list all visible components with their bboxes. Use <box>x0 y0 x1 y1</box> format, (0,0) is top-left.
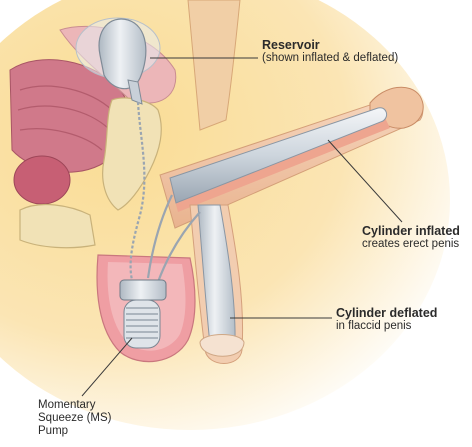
cylinder-deflated-label: Cylinder deflated in flaccid penis <box>336 306 437 334</box>
cylinder-inflated-label: Cylinder inflated creates erect penis <box>362 224 460 252</box>
pump-label-line3: Pump <box>38 425 112 438</box>
reservoir-label-sub: (shown inflated & deflated) <box>262 52 398 65</box>
reservoir <box>99 19 146 89</box>
cylinder-inflated-label-title: Cylinder inflated <box>362 224 460 238</box>
pump-valve <box>120 280 166 300</box>
pump-label-line1: Momentary <box>38 399 112 412</box>
pump-label-line2: Squeeze (MS) <box>38 412 112 425</box>
cylinder-inflated-label-sub: creates erect penis <box>362 238 460 251</box>
cylinder-deflated-label-sub: in flaccid penis <box>336 320 437 333</box>
reservoir-label-title: Reservoir <box>262 38 398 52</box>
prostate <box>14 156 70 204</box>
cylinder-deflated-label-title: Cylinder deflated <box>336 306 437 320</box>
reservoir-label: Reservoir (shown inflated & deflated) <box>262 38 398 66</box>
pump-label: Momentary Squeeze (MS) Pump <box>38 399 112 439</box>
